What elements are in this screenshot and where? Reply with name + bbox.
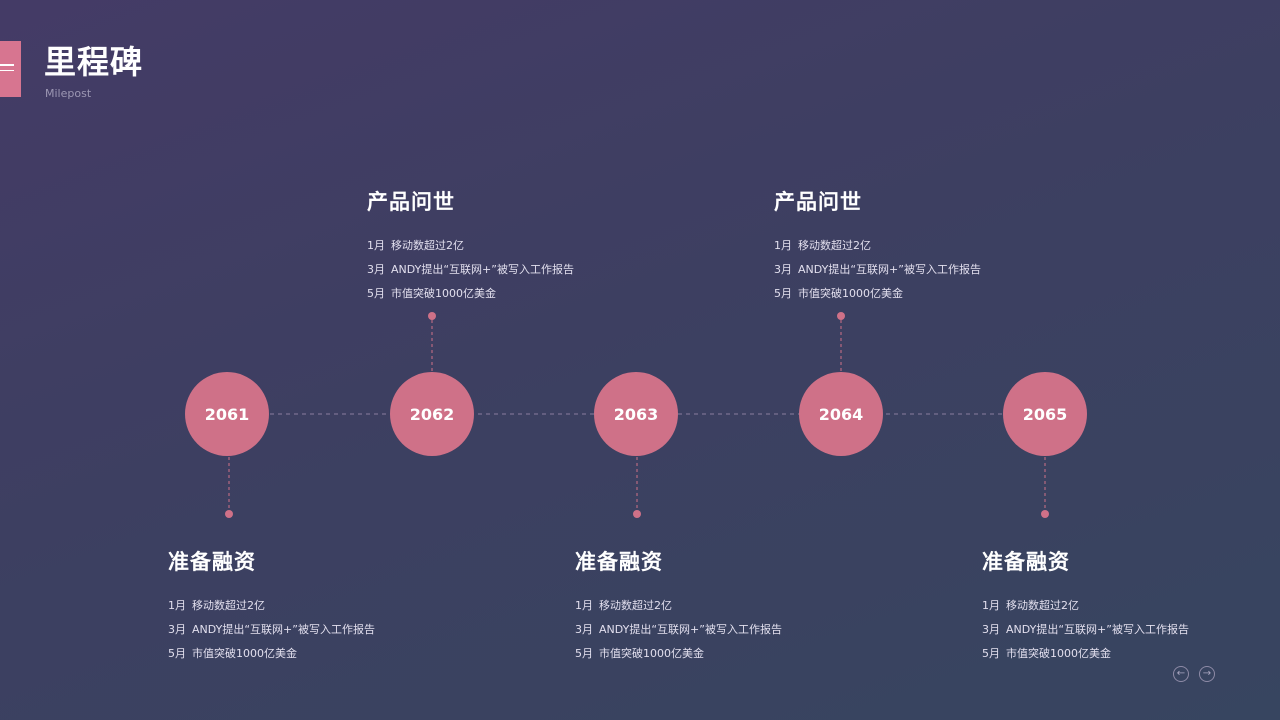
event-list-item: 1月移动数超过2亿 — [168, 599, 265, 612]
event-title: 准备融资 — [982, 550, 1070, 574]
event-list-item: 5月市值突破1000亿美金 — [982, 647, 1111, 660]
event-list-item: 5月市值突破1000亿美金 — [575, 647, 704, 660]
event-list-item: 1月移动数超过2亿 — [575, 599, 672, 612]
event-list-item: 5月市值突破1000亿美金 — [168, 647, 297, 660]
connector-dot-2062 — [428, 312, 436, 320]
milestone-2062: 2062 — [390, 372, 474, 456]
milestone-2064: 2064 — [799, 372, 883, 456]
event-list-item: 1月移动数超过2亿 — [367, 239, 464, 252]
event-title: 产品问世 — [774, 190, 862, 214]
connector-dot-2064 — [837, 312, 845, 320]
milestone-2061: 2061 — [185, 372, 269, 456]
event-title: 准备融资 — [575, 550, 663, 574]
event-title: 产品问世 — [367, 190, 455, 214]
connector-dot-2065 — [1041, 510, 1049, 518]
milestone-2063: 2063 — [594, 372, 678, 456]
milestone-2065: 2065 — [1003, 372, 1087, 456]
title-accent-bar — [0, 41, 21, 97]
menu-icon[interactable] — [0, 64, 14, 74]
connector-dot-2061 — [225, 510, 233, 518]
arrow-right-icon[interactable]: → — [1199, 666, 1215, 682]
event-list-item: 1月移动数超过2亿 — [774, 239, 871, 252]
event-title: 准备融资 — [168, 550, 256, 574]
connector-dot-2063 — [633, 510, 641, 518]
event-list-item: 1月移动数超过2亿 — [982, 599, 1079, 612]
page-title: 里程碑 — [44, 43, 144, 81]
page-subtitle: Milepost — [45, 87, 92, 100]
arrow-left-icon[interactable]: ← — [1173, 666, 1189, 682]
event-list-item: 5月市值突破1000亿美金 — [367, 287, 496, 300]
event-list-item: 5月市值突破1000亿美金 — [774, 287, 903, 300]
